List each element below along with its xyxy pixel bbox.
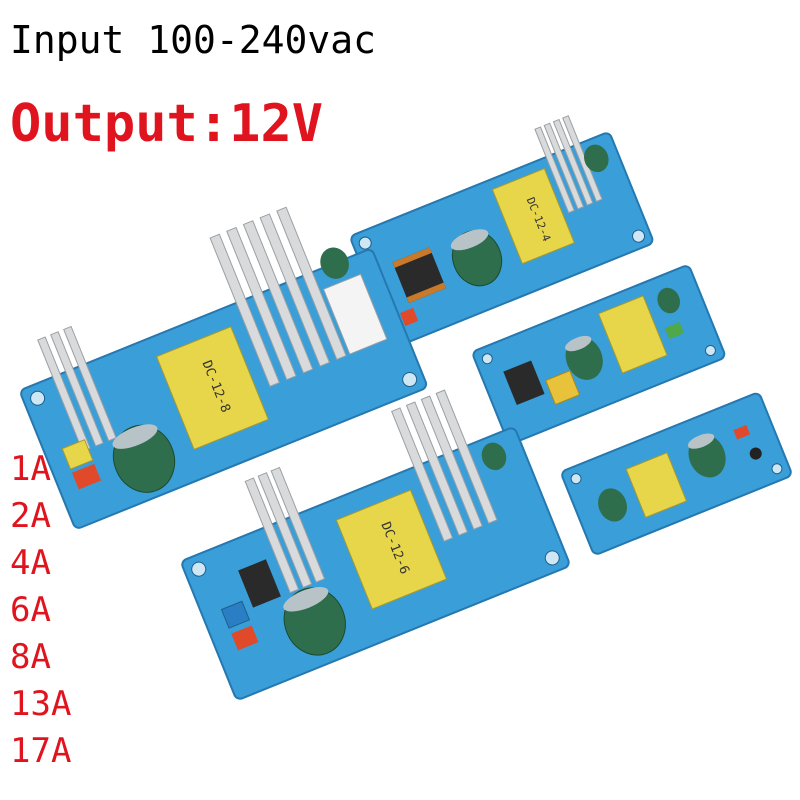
board-middle-right-photo: [472, 265, 726, 445]
current-option: 1A: [10, 449, 51, 489]
current-option: 17A: [10, 731, 72, 771]
current-option: 6A: [10, 590, 51, 630]
board-bottom-middle-photo: DC-12-6: [181, 389, 570, 700]
board-top-right-photo: DC-12-4: [350, 115, 654, 347]
headline-input-range: Input 100-240vac: [10, 18, 377, 62]
headline-output-voltage: Output:12V: [10, 94, 324, 154]
board-small-right-photo: [561, 392, 792, 555]
current-option: 2A: [10, 496, 51, 536]
board-large-left-photo: DC-12-8: [20, 206, 428, 529]
current-option: 8A: [10, 637, 51, 677]
current-options-list: 1A 2A 4A 6A 8A 13A 17A: [10, 446, 71, 775]
current-option: 13A: [10, 684, 72, 724]
current-option: 4A: [10, 543, 51, 583]
